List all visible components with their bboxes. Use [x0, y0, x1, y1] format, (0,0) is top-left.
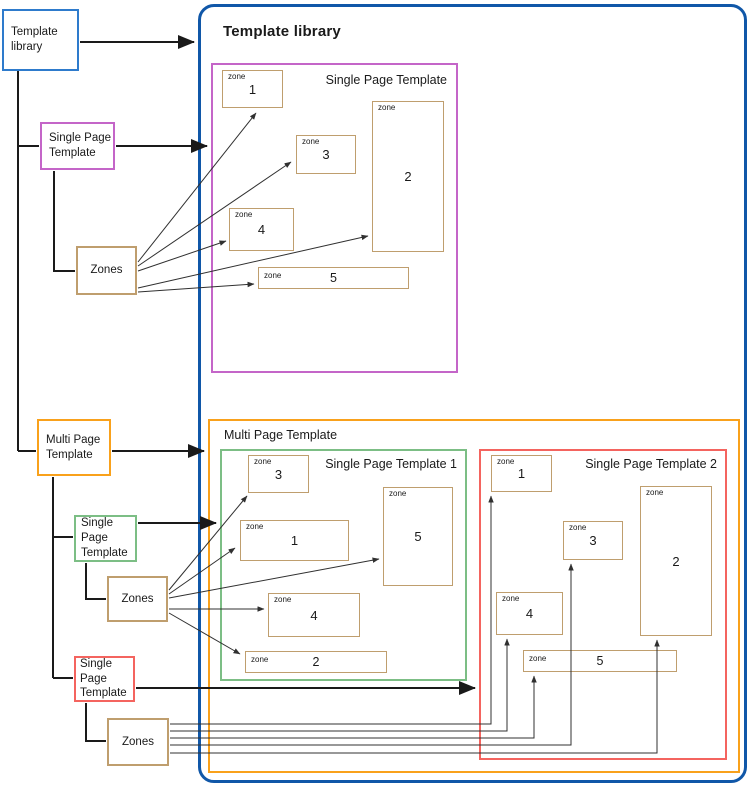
multi-page-template-panel-title: Multi Page Template — [224, 428, 338, 442]
tree-template-library: Template library — [2, 9, 79, 71]
tree-branch-zones-1 — [53, 171, 75, 272]
zone-caption: zone — [497, 457, 515, 466]
tree-single-page-template-2: Single Page Template — [74, 515, 137, 562]
zone-number: 1 — [517, 466, 526, 481]
zone-caption: zone — [228, 72, 246, 81]
zone-number: 4 — [257, 222, 266, 237]
spt-zone-box-1: zone 1 — [222, 70, 283, 108]
zone-number: 4 — [310, 607, 318, 623]
page2-zone-box-5: zone 5 — [523, 650, 677, 672]
tree-zones-2: Zones — [107, 576, 168, 622]
tree-branch-zones-2 — [85, 563, 106, 600]
tree-zones-1: Zones — [76, 246, 137, 295]
zone-number: 1 — [248, 81, 257, 97]
zone-number: 3 — [589, 533, 597, 548]
page2-zone-box-1: zone 1 — [491, 455, 552, 492]
tree-template-library-label: Template library — [11, 26, 58, 53]
page2-zone-box-2: zone 2 — [640, 486, 712, 636]
tree-zones-3-label: Zones — [122, 735, 154, 748]
spt-zone-box-2: zone 2 — [372, 101, 444, 252]
page1-zone-box-2: zone 2 — [245, 651, 387, 673]
zone-caption: zone — [254, 457, 272, 466]
page1-zone-box-5: zone 5 — [383, 487, 453, 586]
zone-number: 3 — [274, 466, 283, 482]
tree-multi-page-template-label: Multi Page Template — [46, 433, 101, 461]
tree-single-page-template: Single Page Template — [40, 122, 115, 170]
zone-number: 2 — [672, 553, 680, 569]
spt-zone-box-5: zone 5 — [258, 267, 409, 289]
page1-zone-box-3: zone 3 — [248, 455, 309, 493]
tree-branch-zones-3 — [85, 703, 106, 742]
spt-zone-box-4: zone 4 — [229, 208, 294, 251]
zone-caption: zone — [646, 488, 664, 497]
tree-multi-page-template: Multi Page Template — [37, 419, 111, 476]
tree-single-page-template-3: Single Page Template — [74, 656, 135, 702]
page2-zone-box-4: zone 4 — [496, 592, 563, 635]
zone-number: 2 — [404, 169, 412, 184]
zone-caption: zone — [389, 489, 407, 498]
page-2-panel-title: Single Page Template 2 — [585, 457, 717, 471]
zone-caption: zone — [302, 137, 320, 146]
tree-zones-2-label: Zones — [121, 592, 154, 605]
zone-number: 4 — [525, 606, 534, 621]
zone-caption: zone — [378, 103, 396, 112]
page-1-panel-title: Single Page Template 1 — [325, 457, 457, 471]
zone-number: 5 — [596, 654, 604, 668]
zone-caption: zone — [569, 523, 587, 532]
tree-single-page-template-2-label: Single Page Template — [81, 517, 128, 559]
tree-single-page-template-label: Single Page Template — [49, 132, 112, 159]
page2-zone-box-3: zone 3 — [563, 521, 623, 560]
spt-zone-box-3: zone 3 — [296, 135, 356, 174]
tree-zones-3: Zones — [107, 718, 169, 766]
page1-zone-box-1: zone 1 — [240, 520, 349, 561]
tree-zones-1-label: Zones — [90, 264, 123, 277]
zone-number: 2 — [312, 655, 320, 669]
zone-number: 3 — [322, 147, 330, 162]
tree-single-page-template-3-label: Single Page Template — [80, 657, 127, 700]
zone-number: 5 — [414, 529, 422, 544]
zone-number: 1 — [290, 533, 299, 548]
template-library-panel-title: Template library — [223, 23, 341, 40]
page1-zone-box-4: zone 4 — [268, 593, 360, 637]
single-page-template-panel-title: Single Page Template — [325, 73, 447, 87]
zone-number: 5 — [330, 271, 337, 285]
